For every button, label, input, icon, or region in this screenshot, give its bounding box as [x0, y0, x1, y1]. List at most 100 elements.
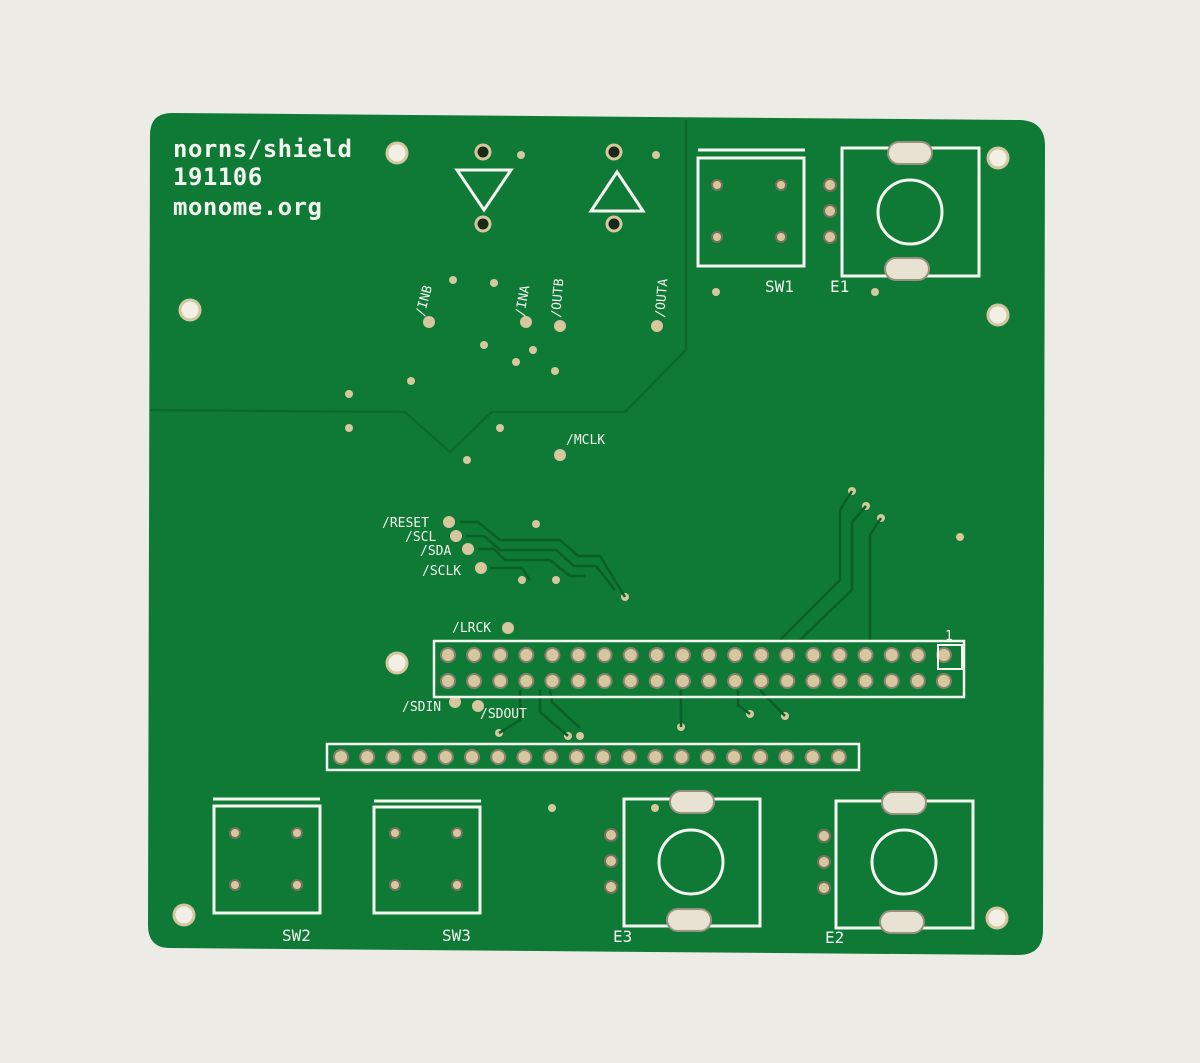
- pin1-label: 1: [945, 629, 953, 644]
- gpio-pin: [935, 673, 952, 689]
- gpio-pin: [466, 647, 483, 663]
- gpio-pin: [857, 647, 874, 663]
- e2-label: E2: [825, 928, 844, 947]
- board-website: monome.org: [173, 193, 323, 221]
- gpio-pin: [805, 647, 822, 663]
- gpio-pin: [701, 647, 717, 663]
- board-title: norns/shield: [173, 135, 352, 163]
- net-label-outb: /OUTB: [549, 278, 567, 318]
- display-pin: [437, 749, 454, 765]
- mounting-hole: [986, 146, 1010, 170]
- pin1-marker: [937, 644, 963, 670]
- pcb-board: [148, 113, 1045, 955]
- display-pin: [333, 749, 349, 765]
- sw3-footprint: [372, 799, 482, 915]
- gpio-pin: [570, 647, 587, 663]
- gpio-pin: [727, 673, 744, 689]
- net-label-reset: /RESET: [382, 516, 429, 531]
- triangle-down-icon: [454, 168, 514, 213]
- mounting-hole: [985, 906, 1009, 930]
- display-pin: [490, 749, 507, 765]
- gpio-pin: [648, 647, 665, 663]
- gpio-pin: [622, 647, 639, 663]
- gpio-pin: [544, 673, 561, 689]
- net-label-sclk: /SCLK: [422, 564, 461, 579]
- gpio-pin: [440, 647, 456, 663]
- display-pin: [542, 749, 559, 765]
- display-pin: [804, 749, 821, 765]
- gpio-pin: [883, 647, 900, 663]
- sw2-footprint: [212, 797, 322, 915]
- copper-pour-outline: [149, 120, 688, 454]
- gpio-pin: [674, 647, 691, 663]
- display-pin: [778, 749, 795, 765]
- e1-label: E1: [830, 277, 849, 296]
- gpio-pin: [570, 673, 587, 689]
- e1-footprint: [823, 141, 981, 281]
- gpio-pin: [518, 647, 535, 663]
- sw2-label: SW2: [282, 926, 311, 945]
- gpio-pin: [831, 673, 848, 689]
- copper-traces: [460, 490, 883, 737]
- net-label-lrck: /LRCK: [452, 621, 491, 636]
- display-pin: [726, 749, 742, 765]
- gpio-pin: [727, 647, 744, 663]
- net-label-sdout: /SDOUT: [480, 707, 527, 722]
- gpio-pin: [805, 673, 822, 689]
- display-pin: [464, 749, 480, 765]
- display-pin: [647, 749, 664, 765]
- gpio-pin: [701, 673, 717, 689]
- gpio-pin: [492, 647, 509, 663]
- gpio-pin: [674, 673, 691, 689]
- e3-label: E3: [613, 927, 632, 946]
- net-label-mclk: /MCLK: [566, 433, 605, 448]
- display-pin: [621, 749, 638, 765]
- display-pin: [516, 749, 533, 765]
- display-pin: [385, 749, 402, 765]
- test-points: [423, 316, 663, 712]
- board-revision: 191106: [173, 163, 263, 191]
- gpio-header-outline: [432, 639, 966, 699]
- gpio-pin: [909, 673, 926, 689]
- gpio-pin: [596, 647, 613, 663]
- display-pin: [359, 749, 376, 765]
- display-pin: [830, 749, 847, 765]
- mounting-hole: [172, 903, 196, 927]
- sw1-footprint: [696, 148, 806, 268]
- mounting-hole: [178, 298, 202, 322]
- gpio-pin: [857, 673, 874, 689]
- net-label-ina: /INA: [513, 284, 533, 318]
- net-label-sdin: /SDIN: [402, 700, 441, 715]
- display-pin: [699, 749, 716, 765]
- gpio-pin: [518, 673, 535, 689]
- e3-footprint: [604, 790, 762, 932]
- gpio-pin: [622, 673, 639, 689]
- gpio-pin: [596, 673, 613, 689]
- gpio-pin: [935, 647, 952, 663]
- triangle-up-icon: [588, 169, 646, 213]
- gpio-pin: [440, 673, 456, 689]
- gpio-pin: [466, 673, 483, 689]
- gpio-header-pins: [440, 647, 952, 689]
- display-header-pins: [333, 749, 847, 765]
- display-pin: [673, 749, 690, 765]
- display-pin: [411, 749, 428, 765]
- sw3-label: SW3: [442, 926, 471, 945]
- net-label-scl: /SCL: [405, 530, 436, 545]
- gpio-pin: [544, 647, 561, 663]
- gpio-pin: [492, 673, 509, 689]
- display-pin: [595, 749, 611, 765]
- sw1-label: SW1: [765, 277, 794, 296]
- gpio-pin: [883, 673, 900, 689]
- mounting-hole: [986, 303, 1010, 327]
- gpio-pin: [779, 673, 796, 689]
- display-pin: [752, 749, 769, 765]
- mounting-hole: [385, 651, 409, 675]
- gpio-pin: [753, 673, 770, 689]
- mounting-hole: [385, 141, 409, 165]
- net-label-outa: /OUTA: [653, 278, 671, 318]
- gpio-pin: [779, 647, 796, 663]
- mounting-holes: [172, 141, 1010, 930]
- gpio-pin: [831, 647, 848, 663]
